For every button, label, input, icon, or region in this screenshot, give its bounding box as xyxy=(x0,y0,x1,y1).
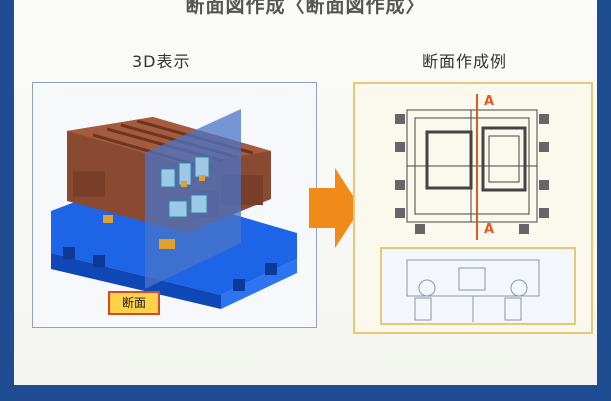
left-label: 3D表示 xyxy=(132,52,191,71)
3d-view-panel xyxy=(32,82,317,328)
arrow-right-icon xyxy=(309,168,361,248)
right-label: 断面作成例 xyxy=(422,52,508,71)
section-badge: 断面 xyxy=(108,291,160,315)
section-marker-top: A xyxy=(484,94,495,109)
section-example-panel: A A xyxy=(353,82,593,334)
section-marker-bottom: A xyxy=(484,222,495,237)
figure-title: 断面図作成〈断面図作成〉 xyxy=(185,0,426,17)
model-3d-icon xyxy=(51,109,297,309)
figure-frame: 断面図作成〈断面図作成〉 3D表示 断面作成例 xyxy=(14,0,597,385)
drawing-icon xyxy=(380,94,576,325)
